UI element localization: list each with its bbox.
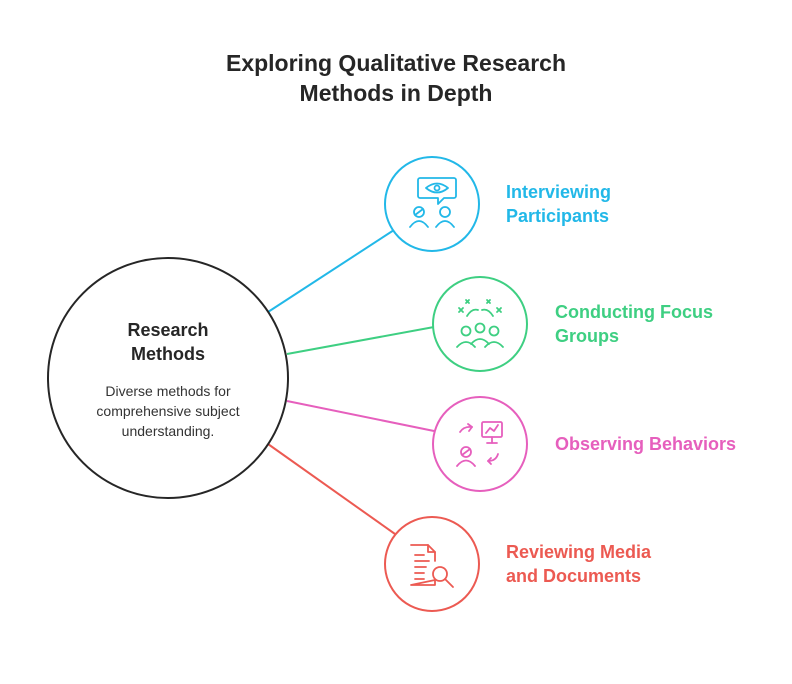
branch-circle-observing: [432, 396, 528, 492]
branch-label-observing: Observing Behaviors: [555, 432, 736, 456]
center-circle: [47, 257, 289, 499]
diagram-title-line2: Methods in Depth: [299, 80, 493, 106]
branch-label-reviewing-line2: and Documents: [506, 566, 642, 586]
document-search-icon: [410, 544, 454, 588]
connector-reviewing: [267, 443, 396, 535]
connector-observing: [286, 400, 435, 432]
branch-label-interviewing-line1: Interviewing: [506, 182, 612, 202]
center-description-line1: Diverse methods for: [105, 383, 231, 399]
branch-label-reviewing-line1: Reviewing Media: [506, 542, 652, 562]
center-description-line2: comprehensive subject: [96, 403, 240, 419]
branch-label-interviewing-line2: Participants: [506, 206, 610, 226]
connector-focus-groups: [286, 326, 435, 355]
branch-label-observing-line1: Observing Behaviors: [555, 434, 737, 454]
center-description-line3: understanding.: [121, 423, 215, 439]
center-title: Research Methods: [68, 318, 268, 366]
branch-label-interviewing: Interviewing Participants: [506, 180, 611, 228]
branch-label-focus-groups-line2: Groups: [555, 326, 620, 346]
branch-circle-reviewing: [384, 516, 480, 612]
interview-icon: [409, 177, 457, 228]
diagram-title-line1: Exploring Qualitative Research: [225, 50, 566, 76]
diagram-title: Exploring Qualitative Research Methods i…: [0, 48, 792, 108]
focus-group-icon: [456, 299, 504, 348]
connector-interviewing: [267, 229, 395, 313]
branch-label-focus-groups: Conducting Focus Groups: [555, 300, 713, 348]
observation-icon: [456, 421, 503, 467]
center-title-line1: Research: [127, 320, 209, 340]
center-title-line2: Methods: [131, 344, 205, 364]
branch-label-focus-groups-line1: Conducting Focus: [555, 302, 713, 322]
branch-label-reviewing: Reviewing Media and Documents: [506, 540, 651, 588]
branch-circle-interviewing: [384, 156, 480, 252]
center-description: Diverse methods for comprehensive subjec…: [68, 381, 268, 441]
